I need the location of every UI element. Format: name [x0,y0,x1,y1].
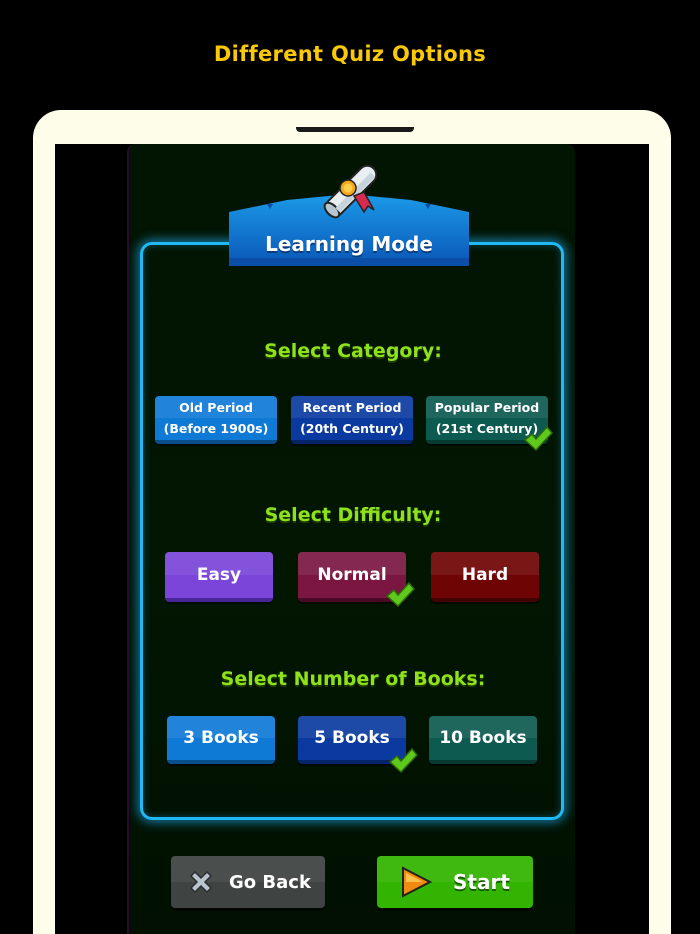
category-heading: Select Category: [264,340,442,362]
category-label: Recent Period [302,400,402,415]
start-button[interactable]: Start [377,856,533,908]
category-old-period-button[interactable]: Old Period (Before 1900s) [155,396,277,444]
play-arrow-icon [402,866,433,898]
selected-check-icon [385,582,415,608]
title-banner: Learning Mode [227,194,471,268]
books-label: 10 Books [439,728,527,748]
category-sublabel: (21st Century) [435,421,539,436]
difficulty-label: Hard [461,565,509,585]
diploma-scroll-icon [323,164,378,219]
category-label: Old Period [179,400,253,415]
difficulty-normal-button[interactable]: Normal [298,552,406,602]
category-recent-period-button[interactable]: Recent Period (20th Century) [291,396,413,444]
page-caption: Different Quiz Options [213,42,487,66]
category-popular-period-button[interactable]: Popular Period (21st Century) [426,396,548,444]
category-sublabel: (20th Century) [300,421,404,436]
go-back-button[interactable]: Go Back [171,856,325,908]
difficulty-heading: Select Difficulty: [264,504,442,526]
category-label: Popular Period [434,400,540,415]
go-back-label: Go Back [229,871,311,893]
selected-check-icon [388,748,418,774]
books-heading: Select Number of Books: [220,668,486,690]
books-10-button[interactable]: 10 Books [429,716,537,764]
tablet-screen: Learning Mode Select Category: Old Perio… [55,144,649,934]
books-label: 5 Books [314,728,390,748]
banner-shape [229,194,469,266]
learning-mode-screen: Learning Mode Select Category: Old Perio… [127,144,575,934]
start-label: Start [453,870,510,894]
tablet-frame: Learning Mode Select Category: Old Perio… [33,110,671,934]
difficulty-label: Normal [317,565,387,585]
difficulty-label: Easy [196,565,242,585]
books-label: 3 Books [183,728,259,748]
books-5-button[interactable]: 5 Books [298,716,406,764]
tablet-speaker [296,127,414,132]
category-sublabel: (Before 1900s) [163,421,269,436]
difficulty-easy-button[interactable]: Easy [165,552,273,602]
difficulty-hard-button[interactable]: Hard [431,552,539,602]
screen-title: Learning Mode [265,232,433,256]
close-x-icon [189,870,213,894]
selected-check-icon [523,426,553,452]
books-3-button[interactable]: 3 Books [167,716,275,764]
